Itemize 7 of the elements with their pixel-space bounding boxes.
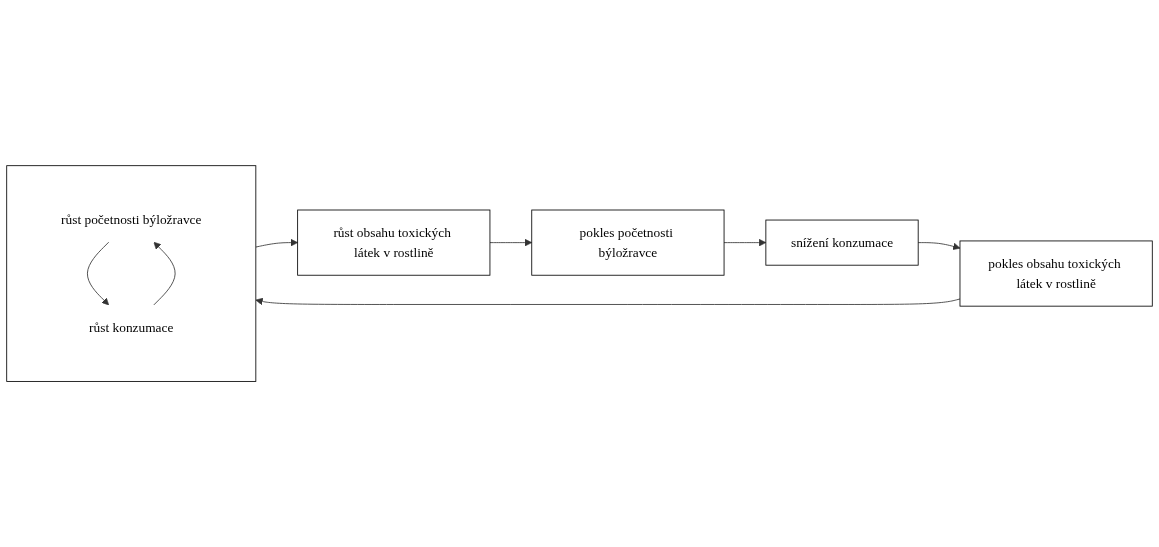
node-text: růst konzumace	[89, 319, 174, 335]
node-box: pokles obsahu toxických látek v rostlině	[959, 240, 1153, 307]
cluster	[6, 165, 257, 382]
node-box: růst obsahu toxických látek v rostlině	[297, 209, 491, 276]
node-box: snížení konzumace	[765, 219, 919, 266]
node-text: růst početnosti býložravce	[61, 212, 202, 227]
node-box: pokles početnosti býložravce	[531, 209, 725, 276]
